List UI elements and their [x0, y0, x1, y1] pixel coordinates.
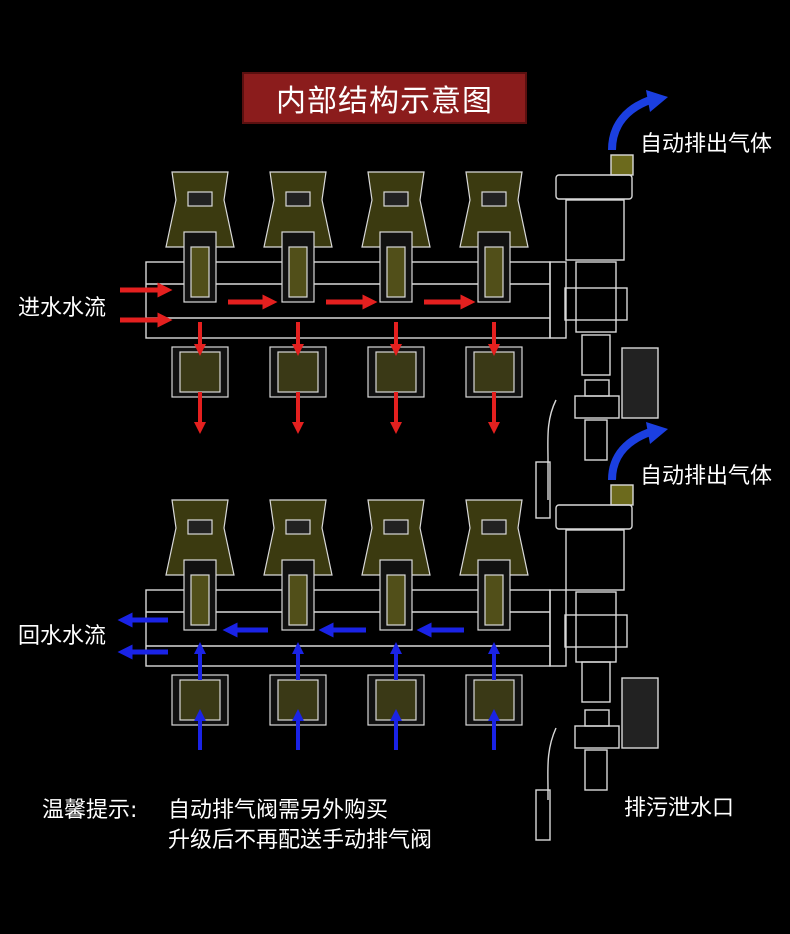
valve-handle — [187, 191, 213, 207]
tip-line-1: 自动排气阀需另外购买 — [168, 798, 389, 823]
valve-handle — [383, 519, 409, 535]
air-vent-icon — [646, 90, 668, 112]
side-column — [535, 154, 659, 841]
air-vent-icon — [608, 96, 652, 151]
valve-handle — [383, 191, 409, 207]
valve-core — [484, 574, 504, 626]
valve-core — [386, 574, 406, 626]
valve-outlet-inner — [473, 679, 515, 721]
valve-core — [288, 574, 308, 626]
valve-cap — [361, 171, 431, 248]
valve-outlet-inner — [375, 679, 417, 721]
valve-outlet-inner — [473, 351, 515, 393]
valve-core — [484, 246, 504, 298]
valve-outlet-inner — [179, 351, 221, 393]
valve-group — [165, 171, 529, 726]
air-vent-icon — [608, 428, 652, 481]
valve-cap — [165, 171, 235, 248]
valve-core — [288, 246, 308, 298]
valve — [361, 499, 431, 726]
air-outlet-label-top: 自动排出气体 — [640, 132, 773, 157]
flow-arrows — [117, 282, 500, 750]
air-vent-icon — [646, 422, 668, 444]
valve-core — [190, 246, 210, 298]
drain-label: 排污泄水口 — [624, 796, 735, 821]
valve-handle — [481, 191, 507, 207]
valve-cap — [165, 499, 235, 576]
valve-cap — [263, 499, 333, 576]
valve-outlet-inner — [179, 679, 221, 721]
valve-handle — [481, 519, 507, 535]
valve-core — [386, 246, 406, 298]
title-box — [242, 72, 527, 124]
air-outlet-label-bottom: 自动排出气体 — [640, 464, 773, 489]
valve-outlet-inner — [277, 351, 319, 393]
valve — [165, 499, 235, 726]
valve-cap — [263, 171, 333, 248]
valve — [263, 171, 333, 398]
valve-handle — [285, 519, 311, 535]
valve-outlet-inner — [375, 351, 417, 393]
valve-cap — [459, 499, 529, 576]
return-flow-label: 回水水流 — [18, 624, 107, 649]
inflow-label: 进水水流 — [18, 296, 107, 321]
tip-line-2: 升级后不再配送手动排气阀 — [168, 828, 433, 853]
page-title: 内部结构示意图 — [276, 84, 493, 119]
valve-outlet-inner — [277, 679, 319, 721]
valve — [165, 171, 235, 398]
valve-cap — [361, 499, 431, 576]
valve-cap — [459, 171, 529, 248]
valve-handle — [285, 191, 311, 207]
valve-core — [190, 574, 210, 626]
tip-prefix: 温馨提示: — [42, 798, 138, 823]
valve — [459, 499, 529, 726]
valve-handle — [187, 519, 213, 535]
